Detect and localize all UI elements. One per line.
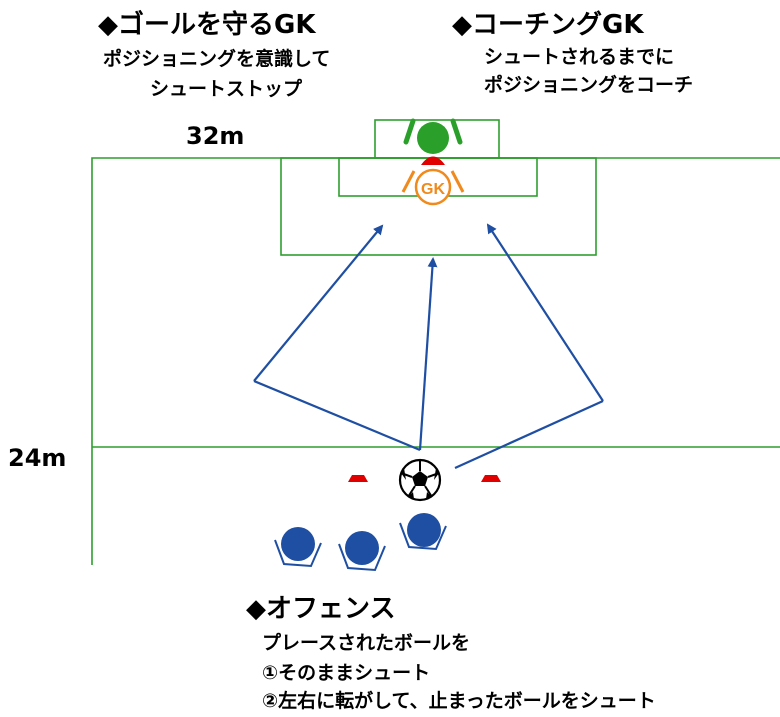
cone-right-icon [481,475,501,482]
goal-line-and-touchline [91,157,780,565]
distance-near-label: 24m [8,444,67,472]
pass-arrows [253,223,604,470]
right-title: ◆コーチングGK [452,10,644,40]
left-line-1: ポジショニングを意識して [103,48,331,70]
offense-line-2: ①そのままシュート [262,662,431,684]
goalkeeper-label: GK [421,181,445,198]
player-icon-1 [274,527,322,568]
goalkeeper-green-icon [403,118,463,154]
pass-left-line [253,379,421,452]
cone-icon [421,156,445,165]
cone-left-icon [348,475,368,482]
left-line-2: シュートストップ [150,78,303,100]
player-icon-3 [399,513,447,551]
goalkeeper-icon: GK [401,168,465,206]
offense-title: ◆オフェンス [246,594,396,624]
offense-line-1: プレースされたボールを [262,632,471,654]
pass-right-line [454,399,604,470]
right-line-1: シュートされるまでに [484,46,675,68]
shot-arrow-left [253,224,384,382]
player-icon-2 [338,531,386,572]
left-title: ◆ゴールを守るGK [98,10,316,40]
right-line-2: ポジショニングをコーチ [484,74,694,96]
distance-far-label: 32m [186,122,245,150]
shot-arrow-right [486,223,604,402]
shot-arrow-center [418,257,438,451]
offense-line-3: ②左右に転がして、止まったボールをシュート [262,690,656,712]
soccer-ball-icon [398,458,442,502]
